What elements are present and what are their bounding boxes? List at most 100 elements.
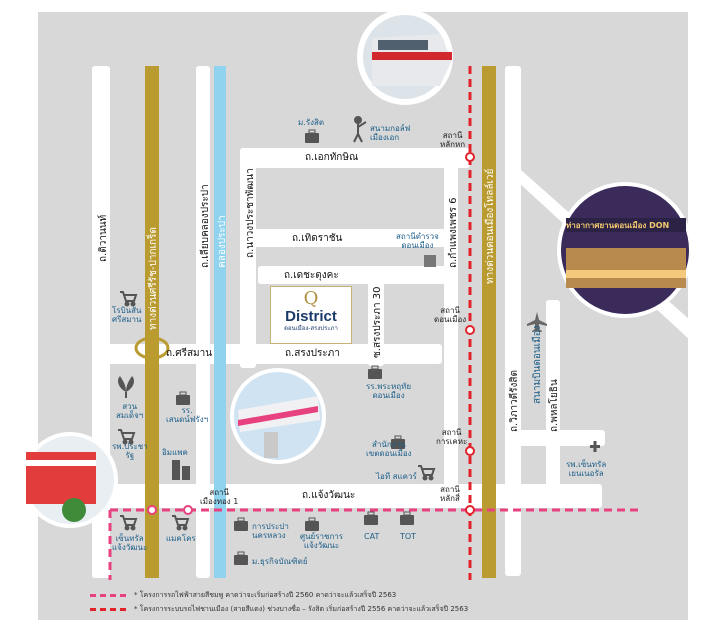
place-it-square: ไอที สแควร์ — [376, 472, 417, 481]
road-label-tiwanon: ถ.ติวานนท์ — [98, 214, 109, 262]
road-label-songprapa: ถ.สรงประภา — [285, 348, 340, 359]
place-condo: อิมแพค — [162, 448, 188, 457]
road-label-therdrachan: ถ.เทิดราชัน — [292, 233, 343, 244]
airplane-icon — [527, 312, 547, 332]
legend-red-line-text: * โครงการระบบรถไฟชานเมือง (สายสีแดง) ช่ว… — [134, 605, 469, 613]
road-ek-thakin — [240, 148, 470, 168]
road-therdrachan — [240, 229, 450, 247]
legend-pink-line-swatch — [90, 593, 126, 597]
q-district-logo: Q District ดอนเมือง-สรงประภา — [270, 286, 352, 344]
road-label-dechatungkha: ถ.เดชะตุงคะ — [284, 270, 339, 281]
logo-name: District — [285, 308, 337, 325]
briefcase-icon — [391, 435, 405, 449]
road-label-airport: สนามบินดอนเมือง — [532, 325, 543, 404]
briefcase-icon — [234, 551, 248, 565]
place-police: สถานีตำรวจ ดอนเมือง — [396, 232, 439, 250]
road-label-expressway-left: ทางด่วนศรีรัช-ปากเกร็ด — [148, 227, 159, 330]
photo-red-line-train — [357, 9, 453, 105]
place-rangsit-uni: ม.รังสิต — [298, 118, 325, 127]
expressway-right — [482, 66, 496, 578]
road-label-vibhavadi: ถ.วิภาวดีรังสิต — [509, 369, 520, 432]
building-icon — [172, 460, 190, 480]
station-markers — [465, 152, 475, 515]
legend-red-line-swatch — [90, 607, 126, 611]
place-robinson: โรบินสัน ศรีสมาน — [112, 306, 142, 324]
cart-icon — [172, 515, 190, 531]
road-soi-30 — [368, 266, 384, 366]
photo-pink-line-monorail — [230, 368, 326, 464]
place-hospital: รพ.ประชา รัฐ — [112, 442, 148, 460]
briefcase-icon — [305, 129, 319, 143]
photo-don-mueang-airport — [557, 182, 693, 318]
cart-icon — [120, 291, 138, 307]
cart-icon — [118, 429, 136, 445]
station-label-lak-si: สถานี หลักสี่ — [440, 485, 460, 503]
airport-sign-text: ท่าอากาศยานดอนเมือง DON — [566, 221, 670, 230]
road-label-liap-khlong-prapa: ถ.เลียบคลองประปา — [200, 184, 211, 268]
station-label-don-mueang: สถานี ดอนเมือง — [434, 306, 467, 324]
road-label-expressway-right: ทางด่วนดอนเมืองโทลล์เวย์ — [485, 168, 496, 284]
road-vibhavadi — [505, 66, 521, 576]
place-water-authority: การประปา นครหลวง — [252, 522, 289, 540]
place-tot: TOT — [400, 532, 417, 541]
briefcase-icons — [176, 129, 414, 565]
station-marker-lak-hok — [465, 152, 475, 162]
park-icon — [118, 376, 134, 398]
station-marker-mueang-thong-1 — [183, 505, 193, 515]
expressway-left — [145, 66, 159, 578]
road-label-srisaman: ถ.ศรีสมาน — [166, 348, 213, 359]
station-label-kan-kheha: สถานี การเคหะ — [436, 428, 468, 446]
place-govt-center: ศูนย์ราชการ แจ้งวัฒนะ — [300, 532, 344, 550]
station-marker-left — [147, 505, 157, 515]
place-big-c: เซ็นทรัล แจ้งวัฒนะ — [112, 534, 148, 552]
legend-pink-line: * โครงการรถไฟฟ้าสายสีชมพู คาดว่าจะเริ่มก… — [90, 590, 396, 601]
place-sukhothai-uni: ม.ธุรกิจบัณฑิตย์ — [252, 557, 308, 566]
cart-icons — [118, 291, 436, 531]
road-liap-khlong-prapa — [196, 66, 210, 578]
interchange-loop — [134, 336, 170, 360]
cart-icon — [120, 515, 138, 531]
legend-pink-line-text: * โครงการรถไฟฟ้าสายสีชมพู คาดว่าจะเริ่มก… — [134, 591, 397, 599]
place-central-hospital: รพ.เซ็นทรัล เยนเนอรัล — [566, 460, 607, 478]
place-school: รร. เสนดน์ฟรังฯ — [166, 406, 209, 424]
road-kamphaeng-phet-6 — [444, 148, 458, 508]
station-marker-don-mueang — [465, 325, 475, 335]
briefcase-icon — [176, 391, 190, 405]
briefcase-icon — [305, 517, 319, 531]
legend-red-line: * โครงการระบบรถไฟชานเมือง (สายสีแดง) ช่ว… — [90, 604, 468, 615]
road-label-kamphaeng-phet-6: ถ.กำแพงเพชร 6 — [448, 197, 459, 268]
place-makro: แมคโคร — [166, 534, 196, 543]
road-label-ek-thakin: ถ.เอกทักษิณ — [305, 152, 359, 163]
road-dechatungkha — [258, 266, 446, 284]
police-icon — [424, 255, 436, 267]
road-south-tiwanon — [92, 508, 110, 578]
road-label-soi-30: ซ.สรงประภา 30 — [372, 286, 383, 358]
logo-letter: Q — [303, 288, 319, 309]
briefcase-icon — [364, 511, 378, 525]
road-phahonyothin — [546, 300, 560, 506]
road-label-nawong: ถ.นาวงประชาพัฒนา — [245, 168, 256, 258]
logo-subtitle: ดอนเมือง-สรงประภา — [284, 325, 338, 332]
place-district-office: สำนักงาน เขตดอนเมือง — [366, 440, 412, 458]
place-park: สวน สมเด็จฯ — [116, 402, 144, 420]
place-phrahathai: รร.พระหฤทัย ดอนเมือง — [366, 382, 412, 400]
road-nawong — [240, 148, 256, 368]
place-cat: CAT — [364, 532, 380, 541]
cart-icon — [418, 465, 436, 481]
road-label-phahonyothin: ถ.พหลโยธิน — [549, 379, 560, 432]
briefcase-icon — [368, 365, 382, 379]
briefcase-icon — [234, 517, 248, 531]
place-golf: สนามกอล์ฟ เมืองเอก — [370, 124, 411, 142]
briefcase-icon — [400, 511, 414, 525]
station-label-mueang-thong-1: สถานี เมืองทอง 1 — [200, 488, 239, 506]
road-label-chaengwattana: ถ.แจ้งวัฒนะ — [302, 490, 356, 501]
station-marker-lak-si — [465, 505, 475, 515]
photo-central-chaengwattana — [22, 432, 118, 528]
golf-icon — [353, 116, 367, 143]
road-label-canal: คลองประปา — [217, 215, 228, 268]
road-srisaman — [92, 344, 442, 364]
station-marker-kan-kheha — [465, 446, 475, 456]
station-label-lak-hok: สถานี หลักหก — [440, 131, 466, 149]
canal-khlong-prapa — [214, 66, 226, 578]
